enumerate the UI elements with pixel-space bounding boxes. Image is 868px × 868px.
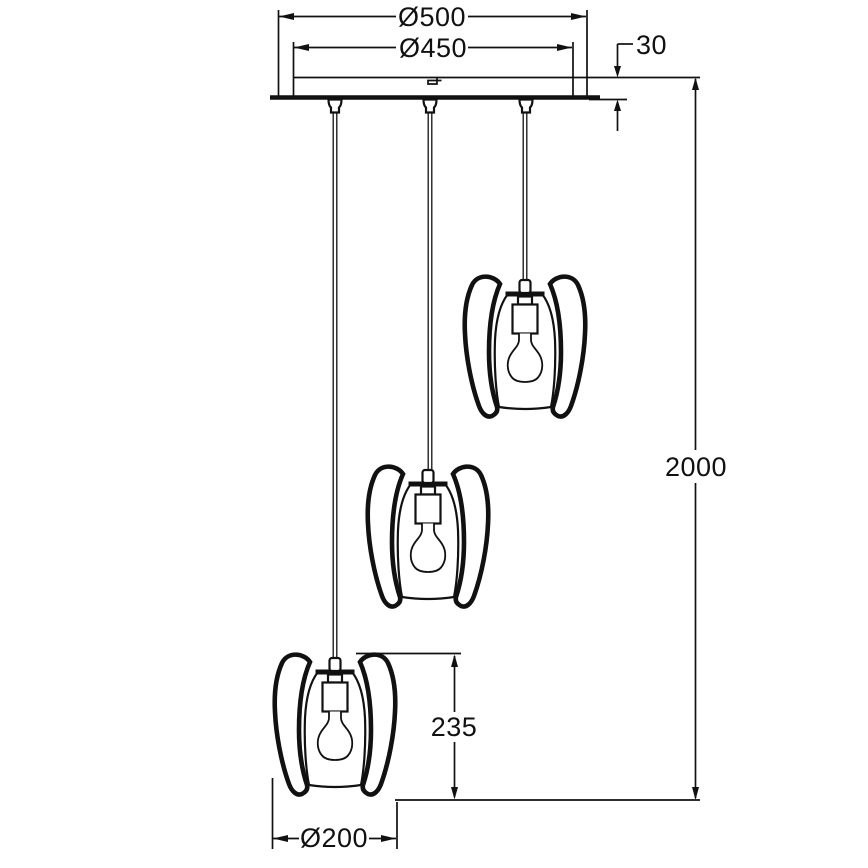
- cable-clip-icon: [427, 77, 442, 85]
- canopy-depth-label: 30: [636, 30, 667, 60]
- canopy-outer-diameter-label: Ø500: [398, 2, 466, 32]
- canopy-inner-diameter-label: Ø450: [399, 33, 467, 63]
- dimension-canopy-outer: Ø500: [277, 2, 588, 96]
- cord-grip-middle: [422, 98, 438, 114]
- suspension-cords: [332, 112, 528, 660]
- shade-diameter-label: Ø200: [300, 823, 368, 853]
- ceiling-canopy: [270, 42, 700, 114]
- dimension-canopy-inner: Ø450: [294, 33, 572, 63]
- shade-height-label: 235: [431, 712, 478, 742]
- pendant-shade-bottom: [275, 655, 395, 795]
- pendant-shade-top: [465, 277, 585, 417]
- cord-grip-left: [327, 98, 343, 114]
- pendant-shade-middle: [368, 467, 488, 607]
- dimension-canopy-depth: 30: [589, 30, 667, 131]
- cord-grip-right: [518, 98, 534, 114]
- suspension-length-label: 2000: [665, 452, 727, 482]
- dimension-shade-height: 235: [356, 652, 700, 801]
- dimension-suspension-length: 2000: [665, 77, 727, 800]
- dimension-shade-diameter: Ø200: [271, 778, 398, 853]
